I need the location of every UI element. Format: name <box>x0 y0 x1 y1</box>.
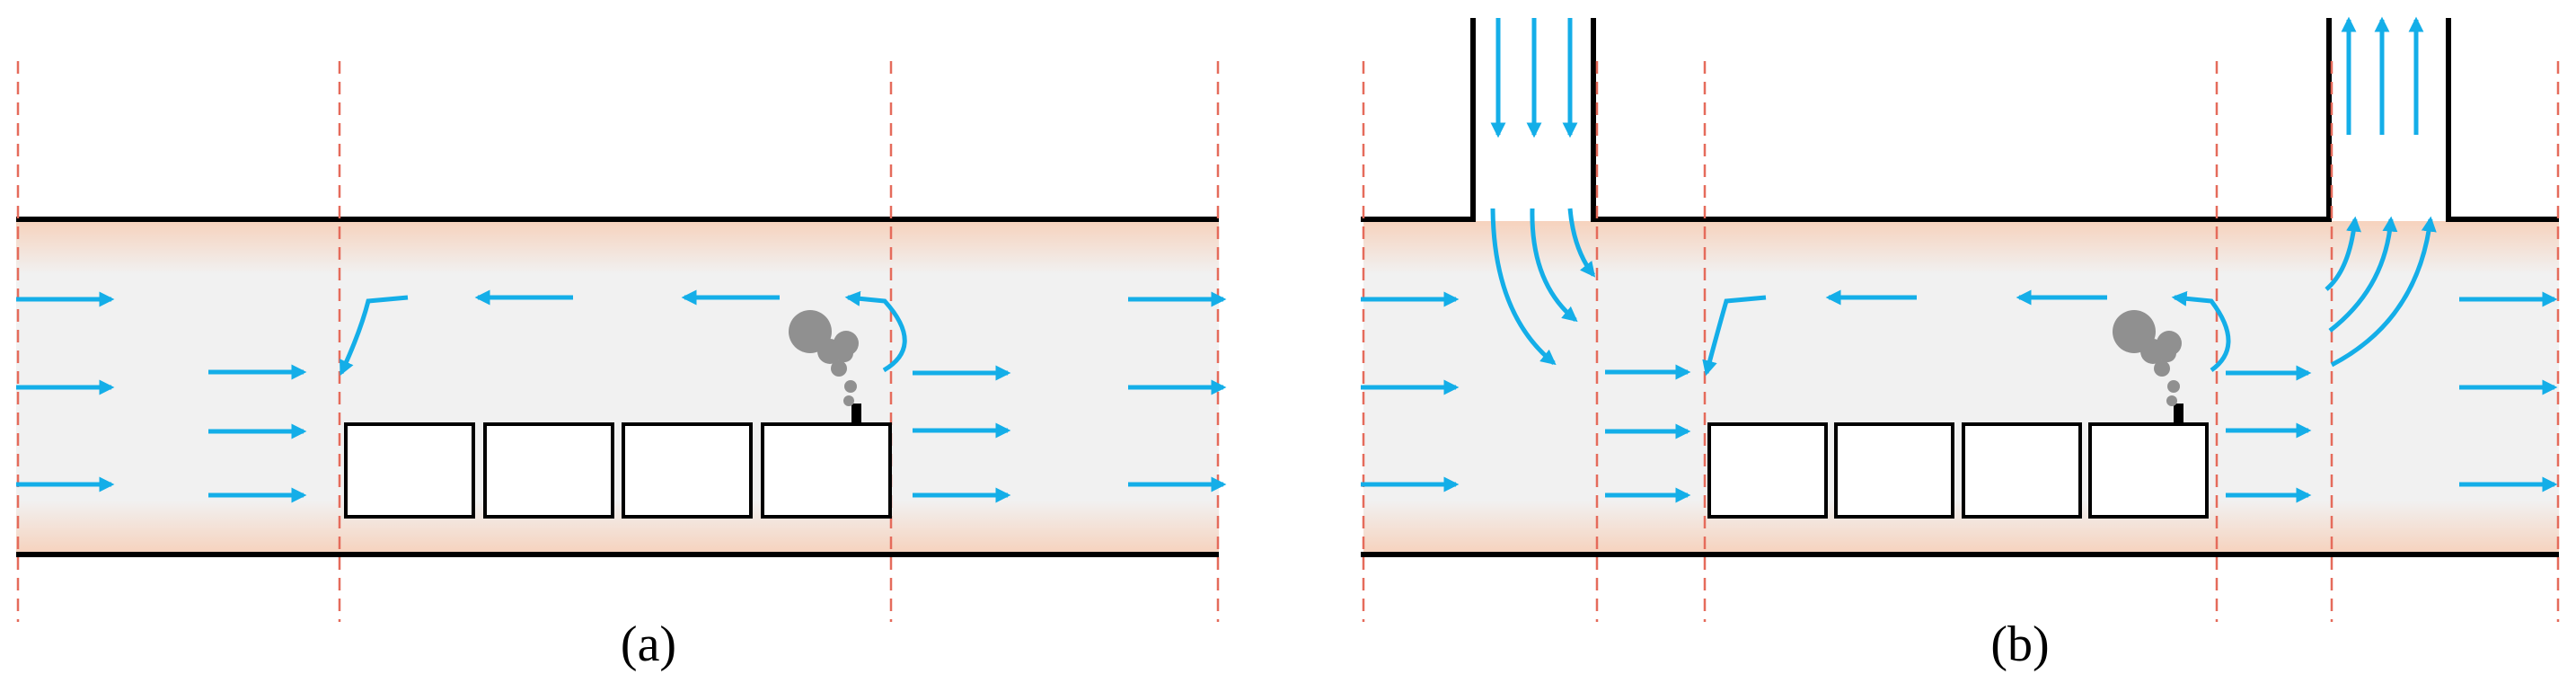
curved-arrow-icon <box>1530 208 1578 323</box>
caption-a: (a) <box>621 617 676 672</box>
section-boundaries <box>16 61 1220 622</box>
curved-arrow-icon <box>1702 295 1767 377</box>
airflow-arrows <box>1361 16 2558 503</box>
smoke-plume-icon <box>2113 310 2183 423</box>
train-car-icon <box>344 422 475 519</box>
train-car-icon <box>1834 422 1954 519</box>
curved-arrow-icon <box>2328 216 2398 333</box>
train-car-icon <box>622 422 753 519</box>
panel-b: (b) <box>1361 16 2560 672</box>
train <box>344 422 892 519</box>
train-car-icon <box>1962 422 2082 519</box>
caption-b: (b) <box>1990 617 2049 672</box>
curved-arrow-icon <box>1490 208 1557 366</box>
section-boundaries <box>1362 61 2560 622</box>
tunnel-ceiling-with-shafts <box>1361 18 2559 222</box>
train-car-icon <box>2088 422 2209 519</box>
tunnel-air-band <box>16 221 1219 554</box>
curved-arrow-icon <box>2325 216 2361 291</box>
curved-arrow-icon <box>2330 216 2437 368</box>
curved-arrow-icon <box>339 295 409 377</box>
tunnel-air-band <box>1363 221 2559 554</box>
curved-arrow-icon <box>1567 208 1596 278</box>
train <box>1707 422 2209 519</box>
curved-arrow-icon <box>2171 290 2231 373</box>
panel-a: (a) <box>16 61 1227 672</box>
smoke-plume-icon <box>789 310 861 423</box>
curved-arrow-icon <box>844 290 907 373</box>
train-car-icon <box>1707 422 1828 519</box>
train-car-icon <box>761 422 892 519</box>
train-car-icon <box>483 422 614 519</box>
airflow-arrows <box>16 289 1227 503</box>
